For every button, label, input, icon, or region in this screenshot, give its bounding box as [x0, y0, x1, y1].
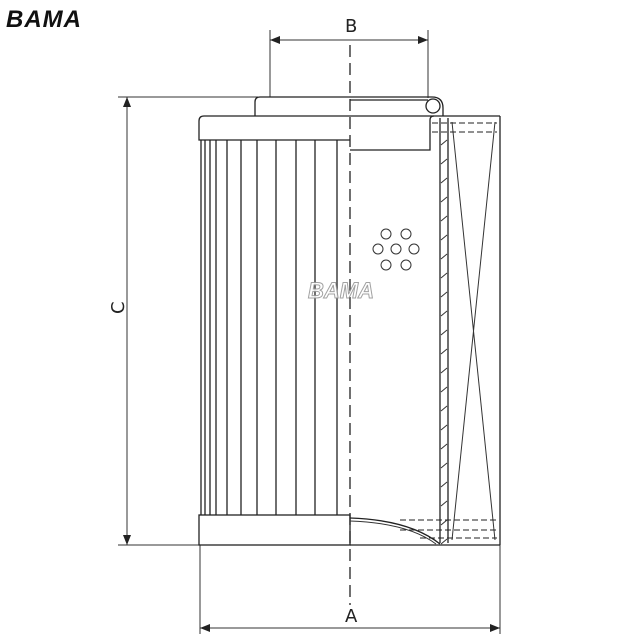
dimension-b: B	[269, 16, 429, 98]
hatch-mark	[440, 481, 448, 488]
hatch-mark	[440, 158, 448, 165]
element-section	[349, 96, 501, 546]
element-exterior	[198, 96, 351, 546]
hatch-mark	[440, 329, 448, 336]
watermark-logo: BAMA	[308, 278, 375, 304]
hatch-mark	[440, 291, 448, 298]
hole	[372, 243, 384, 255]
hole	[380, 259, 392, 271]
hatch-mark	[440, 177, 448, 184]
hatch-mark	[440, 538, 448, 545]
hatch-mark	[440, 500, 448, 507]
hatch-mark	[440, 234, 448, 241]
hatch-mark	[440, 139, 448, 146]
hole	[400, 259, 412, 271]
seal-ring	[425, 98, 441, 114]
dimension-a-label: A	[345, 606, 358, 627]
dimension-c-label: C	[108, 301, 129, 314]
hatch-mark	[440, 196, 448, 203]
dimension-b-label: B	[345, 16, 357, 37]
dimension-c: C	[108, 96, 258, 546]
hole	[390, 243, 402, 255]
hole	[400, 228, 412, 240]
hole	[408, 243, 420, 255]
brand-logo: BAMA	[6, 6, 82, 33]
hatch-mark	[440, 367, 448, 374]
hatch-mark	[440, 272, 448, 279]
dimension-a: A	[199, 545, 501, 634]
hatch-mark	[440, 386, 448, 393]
hatch-mark	[440, 424, 448, 431]
hatch-mark	[440, 253, 448, 260]
hatch-mark	[440, 443, 448, 450]
hatch-mark	[440, 405, 448, 412]
hatch-mark	[440, 462, 448, 469]
hatch-mark	[440, 519, 448, 526]
hatch-mark	[440, 348, 448, 355]
hatch-mark	[440, 215, 448, 222]
hatch-mark	[440, 310, 448, 317]
hole	[380, 228, 392, 240]
perforation-holes	[372, 228, 420, 271]
